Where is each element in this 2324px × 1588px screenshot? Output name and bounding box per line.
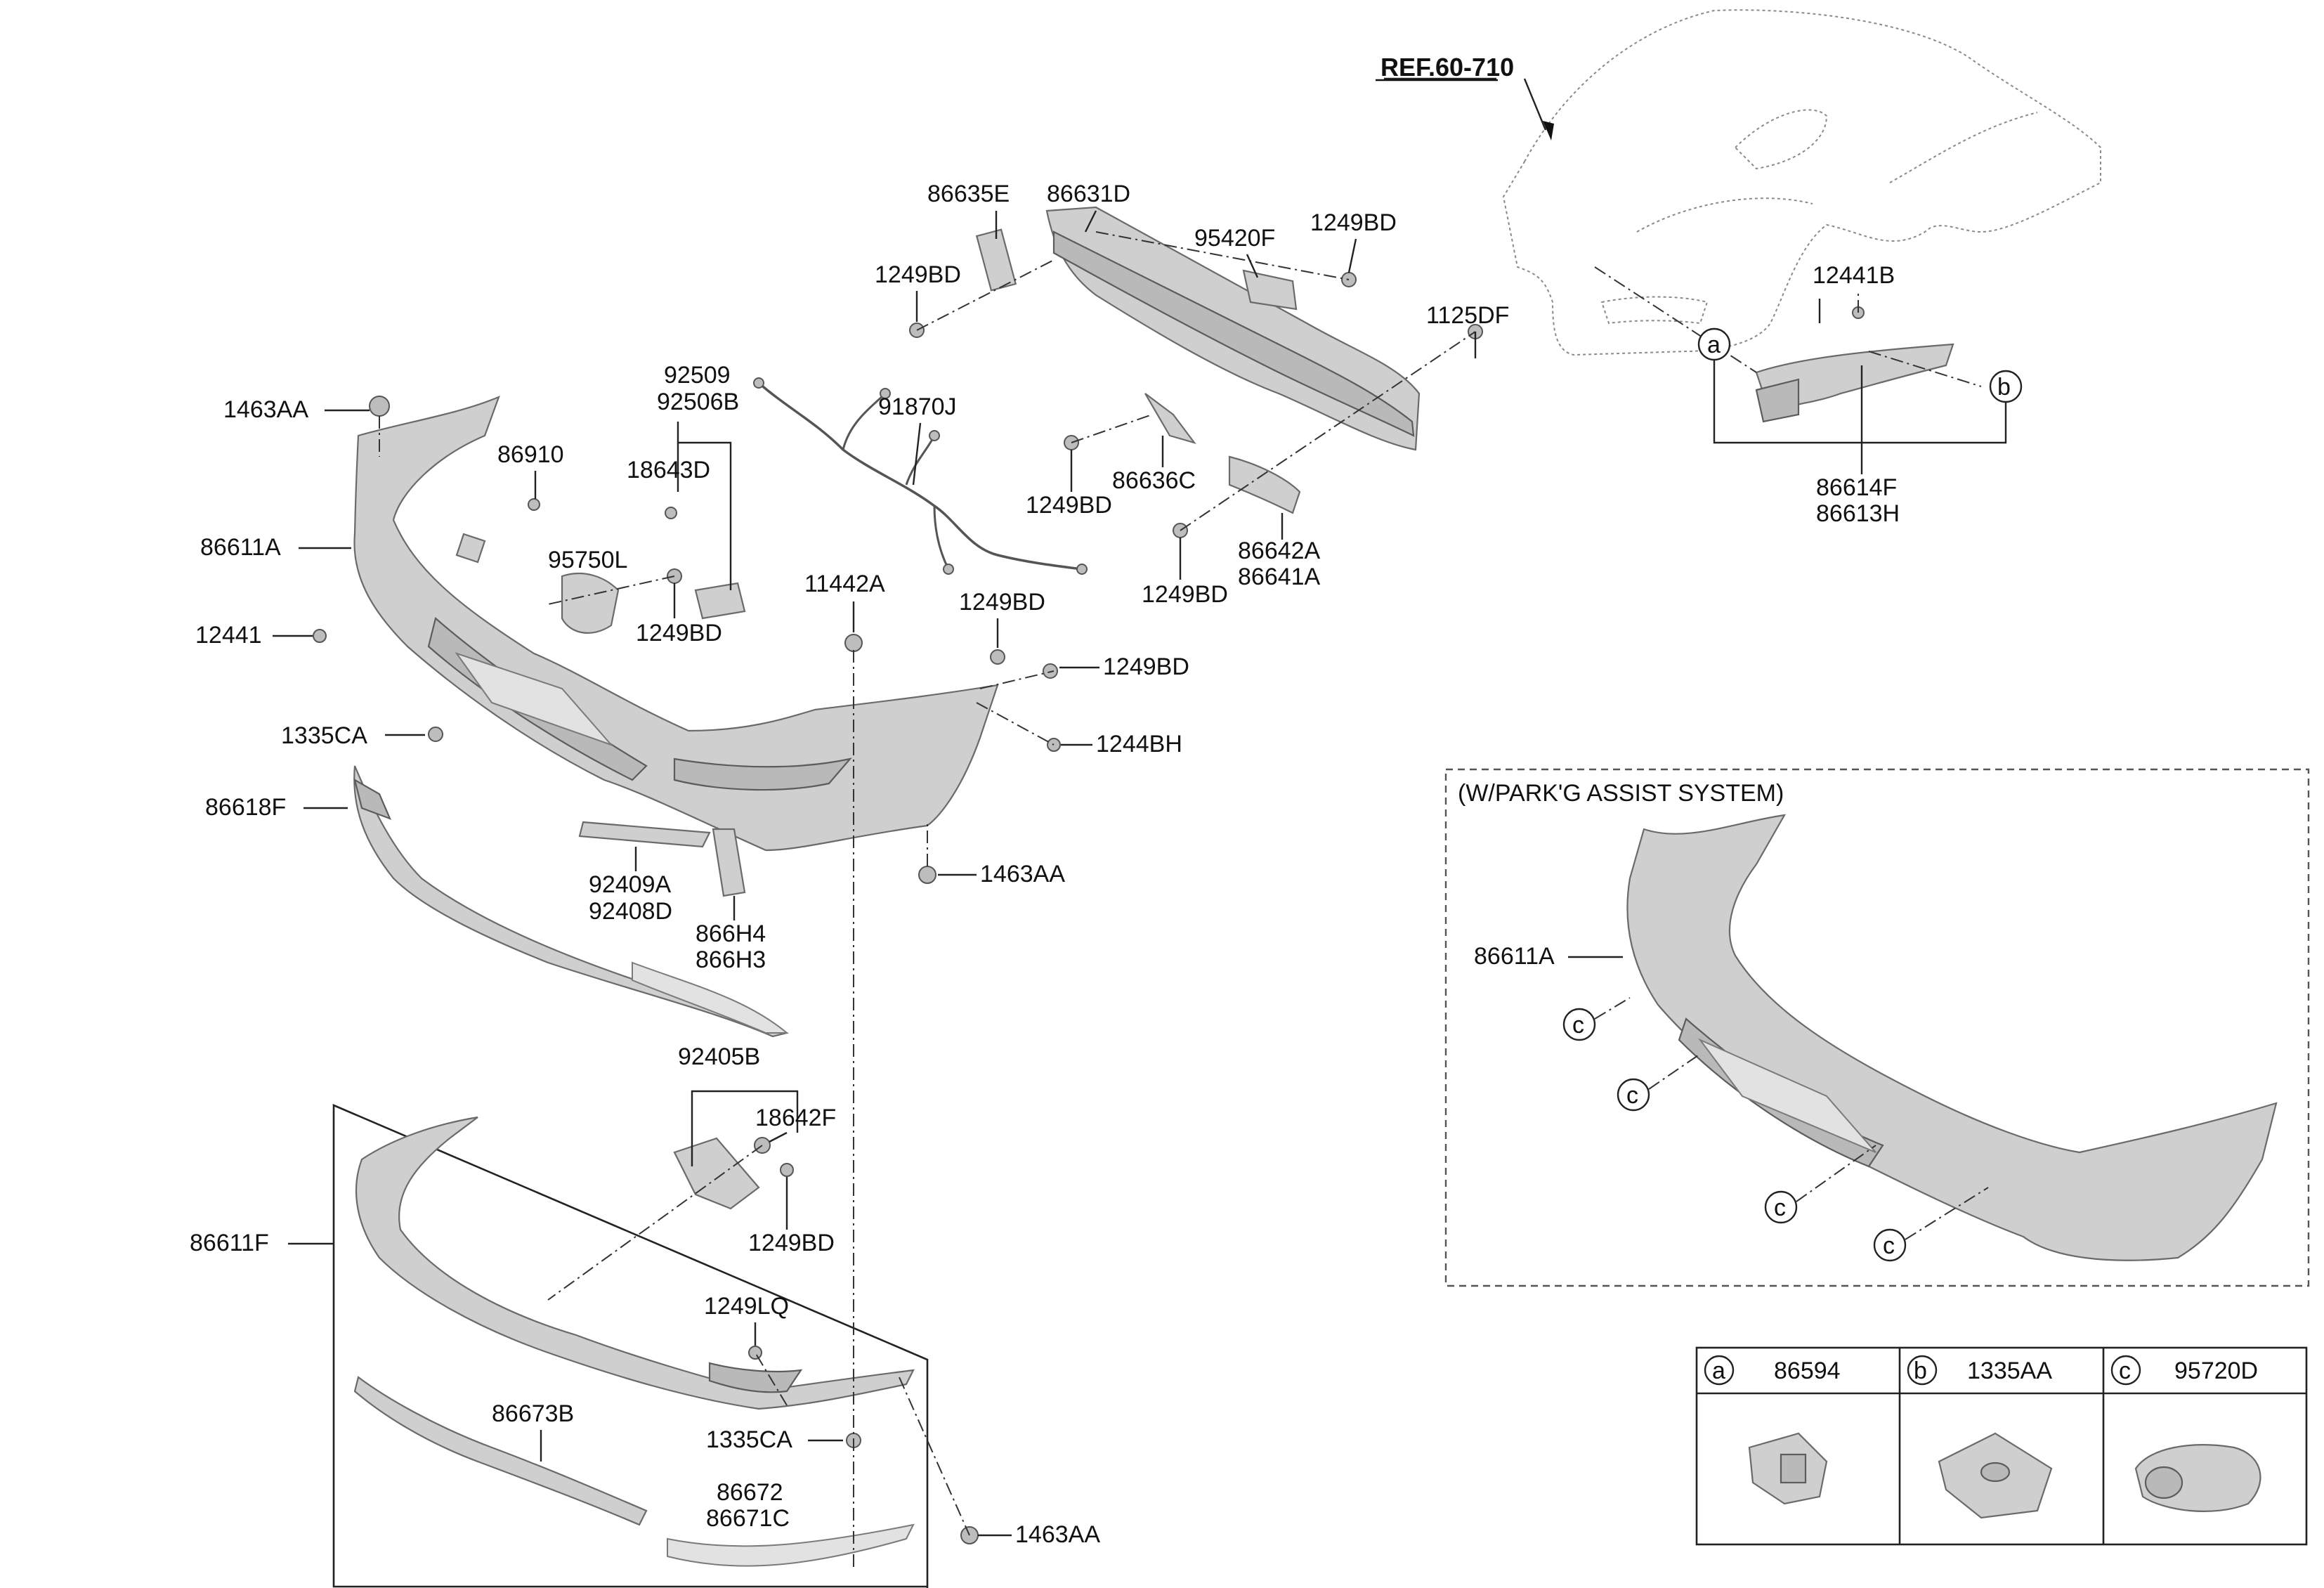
label-86611A: 86611A bbox=[200, 534, 281, 561]
label-18642F: 18642F bbox=[755, 1105, 836, 1131]
label-1249BD-d: 1249BD bbox=[1026, 492, 1112, 519]
callout-a: a bbox=[1707, 332, 1721, 358]
callout-bubbles: a b bbox=[1697, 327, 2023, 403]
label-866H4: 866H4 bbox=[696, 920, 766, 947]
legend-key-b: b bbox=[1914, 1358, 1927, 1384]
label-92408D: 92408D bbox=[589, 898, 672, 925]
label-866H3: 866H3 bbox=[696, 946, 766, 973]
label-91870J: 91870J bbox=[878, 393, 957, 420]
label-86613H: 86613H bbox=[1816, 500, 1900, 527]
label-95420F: 95420F bbox=[1194, 225, 1275, 252]
label-1244BH: 1244BH bbox=[1096, 731, 1182, 757]
label-11442A: 11442A bbox=[804, 571, 885, 597]
legend-part-a: 86594 bbox=[1774, 1358, 1841, 1384]
legend-part-c: 95720D bbox=[2174, 1358, 2258, 1384]
label-92509: 92509 bbox=[664, 362, 731, 389]
label-95750L: 95750L bbox=[548, 547, 627, 573]
bumper-beam-assembly bbox=[975, 206, 1421, 514]
park-assist-title: (W/PARK'G ASSIST SYSTEM) bbox=[1458, 780, 1784, 807]
label-92409A: 92409A bbox=[589, 871, 672, 898]
rear-body-reference: REF.60-710 bbox=[1376, 9, 2101, 356]
bumper-cover-main bbox=[353, 396, 999, 852]
label-1335CA-a: 1335CA bbox=[281, 722, 367, 749]
centerlines bbox=[379, 231, 1982, 1567]
label-1463AA-b: 1463AA bbox=[980, 861, 1065, 887]
callout-c-4: c bbox=[1883, 1232, 1895, 1259]
label-86611F: 86611F bbox=[190, 1230, 269, 1256]
label-86641A: 86641A bbox=[1238, 564, 1321, 590]
label-1249BD-g: 1249BD bbox=[1103, 653, 1189, 680]
label-1249BD-e: 1249BD bbox=[1142, 581, 1228, 608]
label-1463AA-a: 1463AA bbox=[223, 396, 308, 423]
label-1249BD-a: 1249BD bbox=[1310, 209, 1397, 236]
label-1249BD-f: 1249BD bbox=[959, 589, 1045, 616]
small-brackets bbox=[455, 533, 746, 897]
label-86671C: 86671C bbox=[706, 1505, 790, 1532]
callout-c-3: c bbox=[1774, 1195, 1786, 1221]
legend-nut-icon bbox=[1938, 1432, 2053, 1519]
label-1125DF: 1125DF bbox=[1426, 302, 1509, 329]
callout-labels: 86635E 86631D 95420F 1249BD 1249BD 1125D… bbox=[190, 181, 2007, 1548]
label-86672: 86672 bbox=[717, 1479, 783, 1506]
label-86635E: 86635E bbox=[927, 181, 1010, 207]
legend-sensor-icon bbox=[2134, 1444, 2261, 1513]
label-12441B: 12441B bbox=[1813, 262, 1895, 289]
legend-key-a: a bbox=[1712, 1358, 1725, 1384]
legend-clip-icon bbox=[1748, 1432, 1828, 1505]
label-86910: 86910 bbox=[497, 441, 564, 468]
label-1249BD-b: 1249BD bbox=[875, 261, 961, 288]
label-18643D: 18643D bbox=[627, 457, 710, 483]
label-86636C: 86636C bbox=[1112, 467, 1196, 494]
label-1249LQ: 1249LQ bbox=[704, 1293, 789, 1320]
lower-trim-86618F bbox=[353, 765, 789, 1038]
wiring-harness bbox=[753, 377, 1088, 575]
label-86618F: 86618F bbox=[205, 794, 286, 821]
label-1335CA-b: 1335CA bbox=[706, 1426, 792, 1453]
label-92506B: 92506B bbox=[657, 389, 739, 415]
legend-table: a 86594 b 1335AA c 95720D bbox=[1695, 1346, 2308, 1546]
label-1463AA-c: 1463AA bbox=[1015, 1521, 1100, 1548]
label-1249BD-h: 1249BD bbox=[748, 1230, 835, 1256]
reference-label: REF.60-710 bbox=[1380, 53, 1514, 82]
label-92405B: 92405B bbox=[678, 1043, 760, 1070]
lower-assembly-frame bbox=[332, 1104, 929, 1588]
label-86614F: 86614F bbox=[1816, 474, 1897, 501]
side-bracket bbox=[1755, 343, 1954, 423]
park-assist-inset: (W/PARK'G ASSIST SYSTEM) 86611A c c c c bbox=[1444, 768, 2310, 1287]
park-assist-bumper-label: 86611A bbox=[1474, 943, 1555, 970]
callout-c-2: c bbox=[1626, 1082, 1638, 1109]
label-86673B: 86673B bbox=[492, 1400, 574, 1427]
label-1249BD-c: 1249BD bbox=[636, 620, 722, 646]
label-12441: 12441 bbox=[195, 622, 262, 649]
callout-c-1: c bbox=[1572, 1012, 1584, 1039]
label-86642A: 86642A bbox=[1238, 538, 1321, 564]
legend-key-c: c bbox=[2119, 1358, 2131, 1384]
callout-b: b bbox=[1997, 374, 2011, 401]
label-86631D: 86631D bbox=[1047, 181, 1130, 207]
legend-part-b: 1335AA bbox=[1967, 1358, 2052, 1384]
